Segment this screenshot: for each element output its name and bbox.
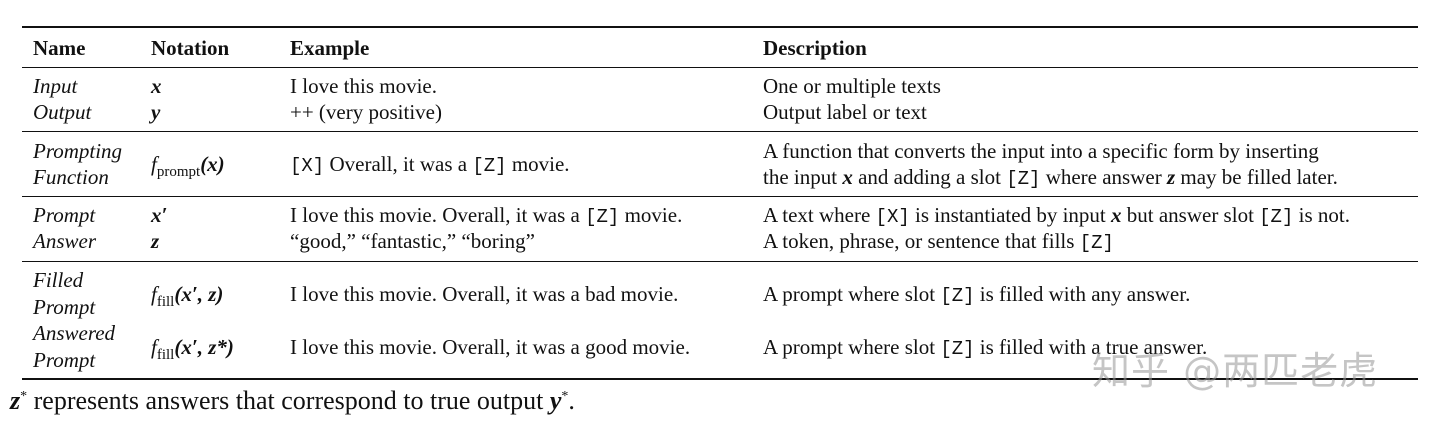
desc-text: is filled with a true answer. (974, 335, 1208, 359)
table-bottom-rule (22, 378, 1418, 380)
desc-text: A prompt where slot (763, 335, 941, 359)
row-prompt-notation: x′ (151, 203, 168, 227)
row-filled-prompt-name-1: Filled (33, 268, 84, 292)
function-symbol: f (151, 282, 157, 306)
row-prompting-function-name-2: Function (33, 165, 109, 189)
row-answer-notation: z (151, 229, 160, 253)
row-filled-prompt-notation: ffill(x′, z) (151, 281, 223, 310)
var-x: x (1111, 203, 1122, 227)
table-header-rule (22, 67, 1418, 68)
row-prompting-function-desc-1: A function that converts the input into … (763, 139, 1319, 163)
row-answered-prompt-example: I love this movie. Overall, it was a goo… (290, 335, 691, 359)
desc-text: but answer slot (1121, 203, 1260, 227)
desc-text: A text where (763, 203, 876, 227)
row-input-example: I love this movie. (290, 74, 437, 98)
example-text: Overall, it was a (324, 152, 473, 176)
row-prompting-function-desc-2: the input x and adding a slot [Z] where … (763, 164, 1338, 192)
row-answer-name: Answer (33, 229, 96, 253)
header-example: Example (290, 36, 370, 60)
footnote-var-z: z (10, 386, 21, 415)
row-answered-prompt-name-2: Prompt (33, 348, 96, 372)
row-answered-prompt-name-1: Answered (33, 321, 116, 345)
footnote-star: * (20, 389, 28, 404)
desc-text: the input (763, 165, 843, 189)
desc-text: is not. (1293, 203, 1350, 227)
row-answered-prompt-notation: ffill(x′, z*) (151, 334, 234, 363)
row-input-notation: x (151, 74, 162, 98)
function-arguments: (x′, z*) (174, 335, 234, 359)
example-text: I love this movie. Overall, it was a (290, 203, 586, 227)
table-row-divider (22, 261, 1418, 262)
footnote-var-y: y (549, 386, 562, 415)
example-text: movie. (506, 152, 570, 176)
header-description: Description (763, 36, 867, 60)
desc-text: may be filled later. (1175, 165, 1338, 189)
slot-z-token: [Z] (940, 285, 975, 307)
function-arguments: (x′, z) (174, 282, 224, 306)
row-answer-description: A token, phrase, or sentence that fills … (763, 228, 1114, 256)
footnote-text: represents answers that correspond to tr… (27, 386, 550, 415)
slot-z-token: [Z] (472, 155, 507, 177)
desc-text: A token, phrase, or sentence that fills (763, 229, 1080, 253)
desc-text: A prompt where slot (763, 282, 941, 306)
function-subscript: prompt (156, 164, 201, 180)
row-prompt-example: I love this movie. Overall, it was a [Z]… (290, 202, 682, 230)
desc-text: is instantiated by input (909, 203, 1111, 227)
table-footnote: z* represents answers that correspond to… (10, 385, 575, 422)
table-top-rule (22, 26, 1418, 28)
header-name: Name (33, 36, 86, 60)
row-output-description: Output label or text (763, 100, 927, 124)
function-symbol: f (151, 152, 157, 176)
function-subscript: fill (156, 294, 175, 310)
row-input-description: One or multiple texts (763, 74, 941, 98)
row-prompting-function-notation: fprompt(x) (151, 151, 225, 180)
function-symbol: f (151, 335, 157, 359)
row-output-example: ++ (very positive) (290, 100, 442, 124)
slot-z-token: [Z] (585, 206, 620, 228)
row-prompting-function-example: [X] Overall, it was a [Z] movie. (290, 151, 570, 179)
desc-text: is filled with any answer. (974, 282, 1191, 306)
slot-x-token: [X] (875, 206, 910, 228)
slot-z-token: [Z] (1006, 168, 1041, 190)
row-filled-prompt-example: I love this movie. Overall, it was a bad… (290, 282, 679, 306)
footnote-star: * (561, 389, 569, 404)
example-text: movie. (619, 203, 683, 227)
desc-text: where answer (1040, 165, 1167, 189)
function-subscript: fill (156, 347, 175, 363)
var-z: z (1166, 165, 1176, 189)
desc-text: and adding a slot (852, 165, 1007, 189)
var-x: x (842, 165, 853, 189)
header-notation: Notation (151, 36, 230, 60)
row-filled-prompt-description: A prompt where slot [Z] is filled with a… (763, 281, 1190, 309)
row-output-name: Output (33, 100, 92, 124)
function-argument: (x) (200, 152, 225, 176)
slot-z-token: [Z] (1079, 232, 1114, 254)
row-answer-example: “good,” “fantastic,” “boring” (290, 229, 535, 253)
footnote-end: . (568, 386, 575, 415)
row-prompt-name: Prompt (33, 203, 96, 227)
watermark: 知乎 @两匹老虎 (1092, 349, 1379, 393)
row-answered-prompt-description: A prompt where slot [Z] is filled with a… (763, 334, 1207, 362)
row-output-notation: y (151, 100, 161, 124)
row-input-name: Input (33, 74, 78, 98)
slot-z-token: [Z] (940, 338, 975, 360)
table-row-divider (22, 131, 1418, 132)
row-prompting-function-name-1: Prompting (33, 139, 123, 163)
row-filled-prompt-name-2: Prompt (33, 295, 96, 319)
slot-z-token: [Z] (1259, 206, 1294, 228)
table-row-divider (22, 196, 1418, 197)
slot-x-token: [X] (290, 155, 325, 177)
row-prompt-description: A text where [X] is instantiated by inpu… (763, 202, 1350, 230)
